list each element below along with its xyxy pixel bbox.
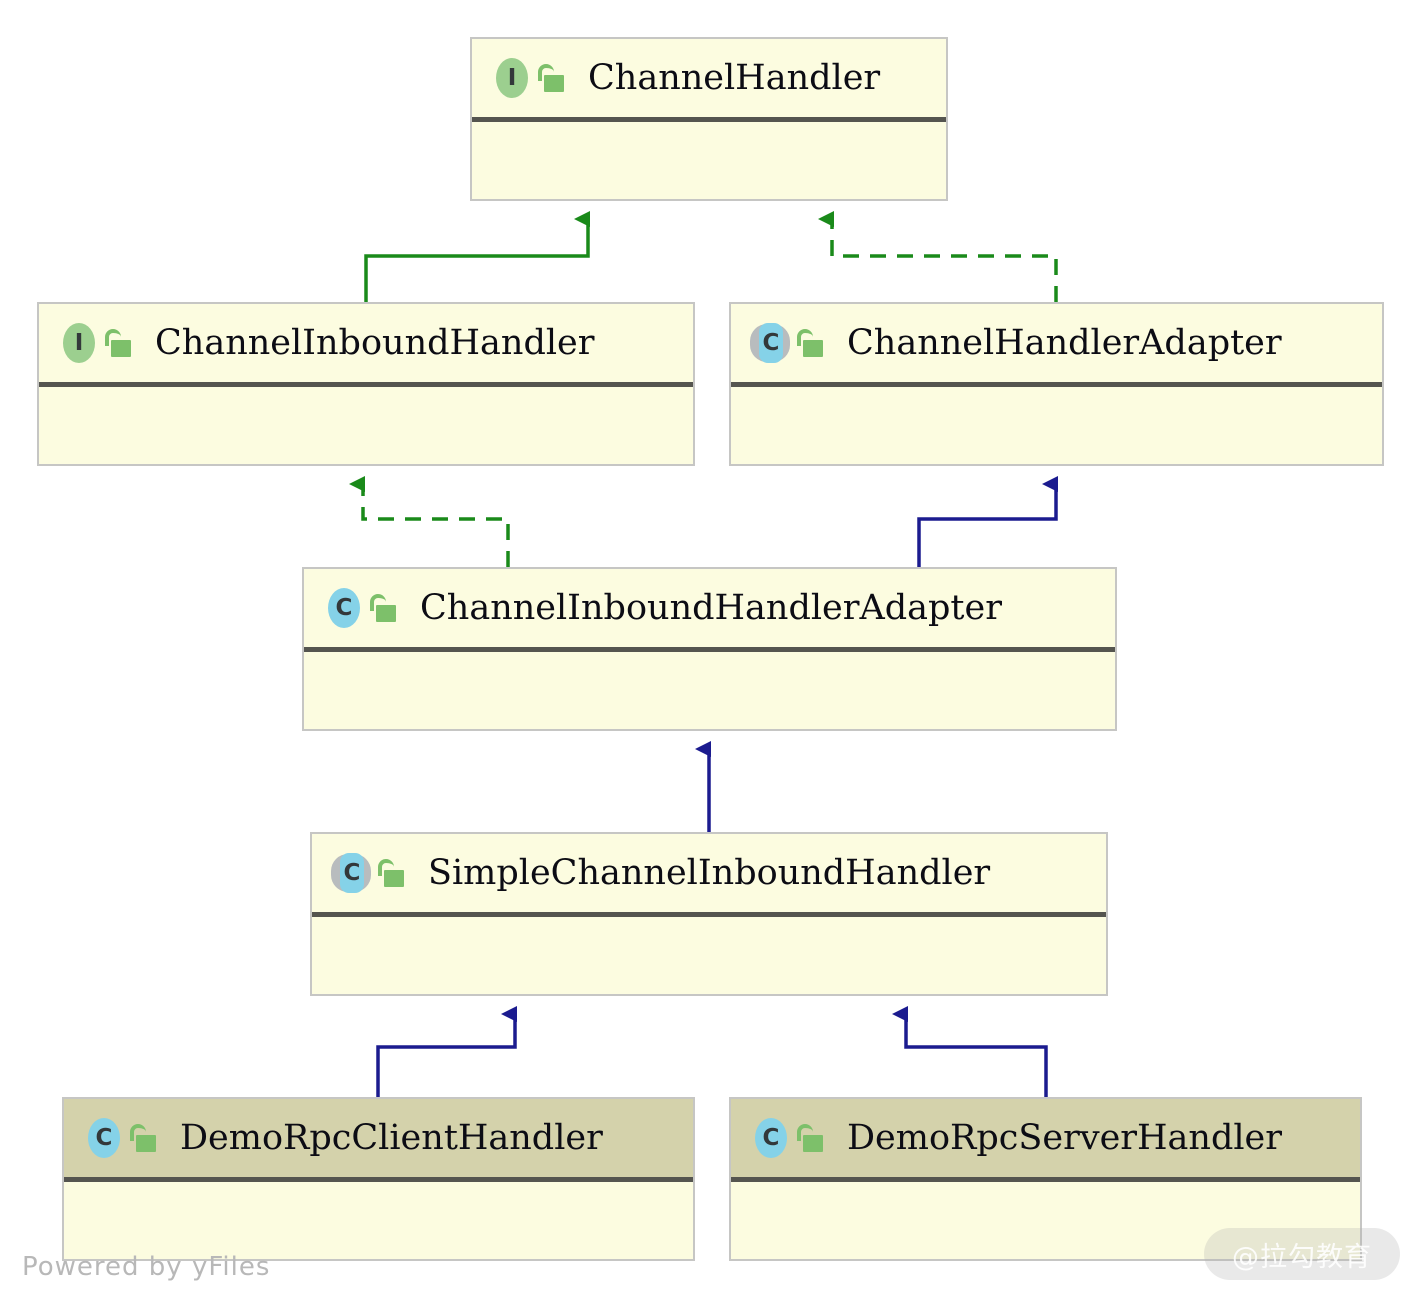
class-name: DemoRpcClientHandler bbox=[180, 1118, 603, 1159]
class-icon: C bbox=[322, 587, 364, 629]
class-header: I ChannelInboundHandler bbox=[39, 304, 693, 388]
class-box-demo-rpc-server-handler[interactable]: C DemoRpcServerHandler bbox=[729, 1097, 1362, 1261]
watermark-badge: @拉勾教育 bbox=[1204, 1228, 1400, 1280]
class-name: SimpleChannelInboundHandler bbox=[428, 853, 991, 894]
edge-server-to-simple bbox=[892, 1006, 1048, 1097]
class-name: ChannelHandlerAdapter bbox=[847, 323, 1282, 364]
class-members-compartment bbox=[731, 1182, 1360, 1259]
class-box-channel-handler[interactable]: I ChannelHandler bbox=[470, 37, 948, 201]
class-name: ChannelHandler bbox=[588, 58, 881, 99]
class-header: C DemoRpcClientHandler bbox=[64, 1099, 693, 1183]
edge-inbound-to-handler bbox=[364, 211, 590, 302]
class-header: C SimpleChannelInboundHandler bbox=[312, 834, 1106, 918]
interface-icon: I bbox=[57, 322, 99, 364]
class-header: I ChannelHandler bbox=[472, 39, 946, 123]
class-name: DemoRpcServerHandler bbox=[847, 1118, 1283, 1159]
unlocked-padlock-icon bbox=[130, 1118, 160, 1158]
abstract-class-icon: C bbox=[749, 322, 791, 364]
edge-inboundadapter-to-handleradapter bbox=[917, 476, 1058, 567]
class-name: ChannelInboundHandler bbox=[155, 323, 595, 364]
class-members-compartment bbox=[472, 122, 946, 199]
class-header: C ChannelInboundHandlerAdapter bbox=[304, 569, 1115, 653]
class-name: ChannelInboundHandlerAdapter bbox=[420, 588, 1002, 629]
edge-adapter-to-handler bbox=[818, 211, 1058, 302]
class-icon: C bbox=[749, 1117, 791, 1159]
class-icon: C bbox=[82, 1117, 124, 1159]
edge-inboundadapter-to-inbound bbox=[349, 476, 510, 567]
abstract-class-icon: C bbox=[330, 852, 372, 894]
class-box-channel-handler-adapter[interactable]: C ChannelHandlerAdapter bbox=[729, 302, 1384, 466]
class-box-demo-rpc-client-handler[interactable]: C DemoRpcClientHandler bbox=[62, 1097, 695, 1261]
class-box-channel-inbound-handler-adapter[interactable]: C ChannelInboundHandlerAdapter bbox=[302, 567, 1117, 731]
class-box-channel-inbound-handler[interactable]: I ChannelInboundHandler bbox=[37, 302, 695, 466]
class-members-compartment bbox=[64, 1182, 693, 1259]
class-members-compartment bbox=[304, 652, 1115, 729]
class-header: C DemoRpcServerHandler bbox=[731, 1099, 1360, 1183]
unlocked-padlock-icon bbox=[378, 853, 408, 893]
class-members-compartment bbox=[312, 917, 1106, 994]
unlocked-padlock-icon bbox=[105, 323, 135, 363]
class-members-compartment bbox=[39, 387, 693, 464]
unlocked-padlock-icon bbox=[538, 58, 568, 98]
unlocked-padlock-icon bbox=[797, 1118, 827, 1158]
class-members-compartment bbox=[731, 387, 1382, 464]
interface-icon: I bbox=[490, 57, 532, 99]
class-header: C ChannelHandlerAdapter bbox=[731, 304, 1382, 388]
class-box-simple-channel-inbound-handler[interactable]: C SimpleChannelInboundHandler bbox=[310, 832, 1108, 996]
edge-client-to-simple bbox=[376, 1006, 517, 1097]
unlocked-padlock-icon bbox=[797, 323, 827, 363]
unlocked-padlock-icon bbox=[370, 588, 400, 628]
yfiles-credit-label: Powered by yFiles bbox=[22, 1252, 271, 1282]
